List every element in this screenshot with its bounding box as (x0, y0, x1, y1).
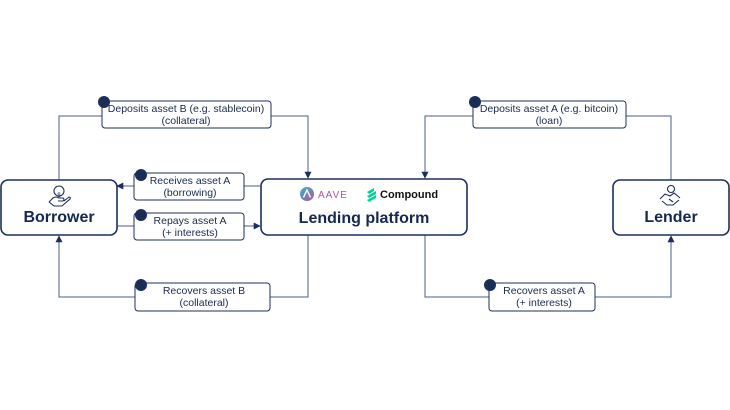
compound-logo: Compound (367, 188, 438, 202)
flow-5-number: 5 (138, 280, 144, 292)
flow-1-line2: (loan) (536, 115, 563, 127)
flow-1-badge (469, 96, 481, 108)
flow-1: Deposits asset A (e.g. bitcoin) (loan) 1 (469, 96, 627, 129)
flow-4-number: 4 (138, 210, 144, 222)
flow-5: Recovers asset B (collateral) 5 (134, 279, 271, 312)
flow-5-badge (135, 279, 147, 291)
flow-1-line1: Deposits asset A (e.g. bitcoin) (480, 103, 618, 115)
connector-6-end (595, 235, 675, 298)
flow-3-number: 3 (138, 170, 144, 182)
connector-2 (58, 115, 102, 180)
compound-logo-text: Compound (380, 189, 438, 201)
connector-5-end (55, 235, 135, 298)
flow-2-line1: Deposits asset B (e.g. stablecoin) (108, 103, 264, 115)
flow-6-line1: Recovers asset A (503, 285, 585, 297)
flow-2-number: 2 (101, 97, 107, 109)
connector-6 (424, 234, 489, 298)
flow-4-line1: Repays asset A (154, 215, 227, 227)
connector-1-end (421, 115, 473, 179)
platform-title: Lending platform (299, 210, 430, 227)
flow-2-badge (98, 96, 110, 108)
hand-coin-icon (48, 185, 71, 207)
flow-5-line1: Recovers asset B (163, 285, 245, 297)
flow-4: Repays asset A (+ interests) 4 (133, 209, 245, 241)
handshake-coin-icon (659, 184, 681, 206)
lender-title: Lender (644, 209, 697, 226)
borrower-title: Borrower (23, 209, 94, 226)
lender-node: Lender (612, 179, 730, 236)
aave-logo: AAVE (300, 187, 348, 201)
aave-logo-text: AAVE (318, 190, 348, 201)
flow-6: Recovers asset A (+ interests) 6 (484, 279, 596, 312)
flow-2: Deposits asset B (e.g. stablecoin) (coll… (98, 96, 272, 129)
flow-4-line2: (+ interests) (162, 227, 218, 239)
flow-2-line2: (collateral) (161, 115, 210, 127)
flow-3-line2: (borrowing) (163, 187, 216, 199)
flow-6-badge (484, 279, 496, 291)
connector-5 (270, 234, 309, 298)
flow-4-badge (135, 209, 147, 221)
platform-node: AAVE Compound Lending platform (260, 178, 468, 236)
connector-2-end (271, 115, 312, 179)
borrower-node: $ Borrower (0, 179, 118, 236)
flow-6-number: 6 (487, 280, 493, 292)
flow-3-line1: Receives asset A (150, 175, 231, 187)
connectors (55, 115, 675, 298)
borrower-icon-dollar: $ (57, 193, 61, 199)
flow-3: Receives asset A (borrowing) 3 (133, 169, 245, 201)
flow-6-line2: (+ interests) (516, 297, 572, 309)
flow-5-line2: (collateral) (179, 297, 228, 309)
compound-logo-icon (367, 188, 376, 202)
flow-1-number: 1 (472, 97, 478, 109)
flow-3-badge (135, 169, 147, 181)
connector-1 (626, 115, 672, 180)
